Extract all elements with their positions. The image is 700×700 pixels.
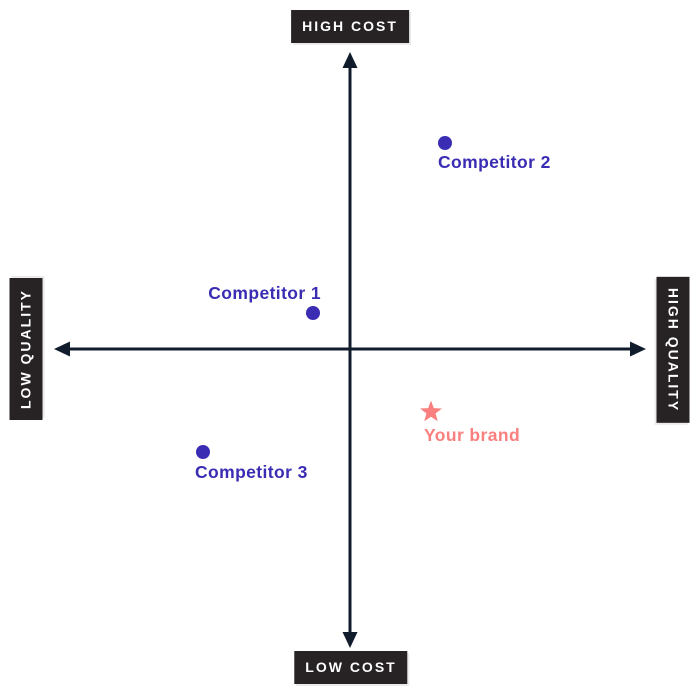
point-label-your-brand: Your brand	[424, 425, 521, 445]
point-label-competitor-3: Competitor 3	[195, 462, 308, 482]
axis-label-high-cost: HIGH COST	[291, 10, 409, 43]
arrow-right-icon	[630, 341, 646, 357]
point-marker-dot-competitor-2	[438, 136, 452, 150]
point-marker-dot-competitor-1	[306, 306, 320, 320]
axis-label-low-cost: LOW COST	[294, 651, 408, 684]
point-marker-star-your-brand	[420, 400, 442, 422]
arrow-left-icon	[54, 341, 70, 357]
point-label-competitor-2: Competitor 2	[438, 152, 551, 172]
point-marker-dot-competitor-3	[196, 445, 210, 459]
arrow-up-icon	[342, 52, 358, 68]
point-label-competitor-1: Competitor 1	[208, 283, 321, 303]
arrow-down-icon	[342, 632, 358, 648]
